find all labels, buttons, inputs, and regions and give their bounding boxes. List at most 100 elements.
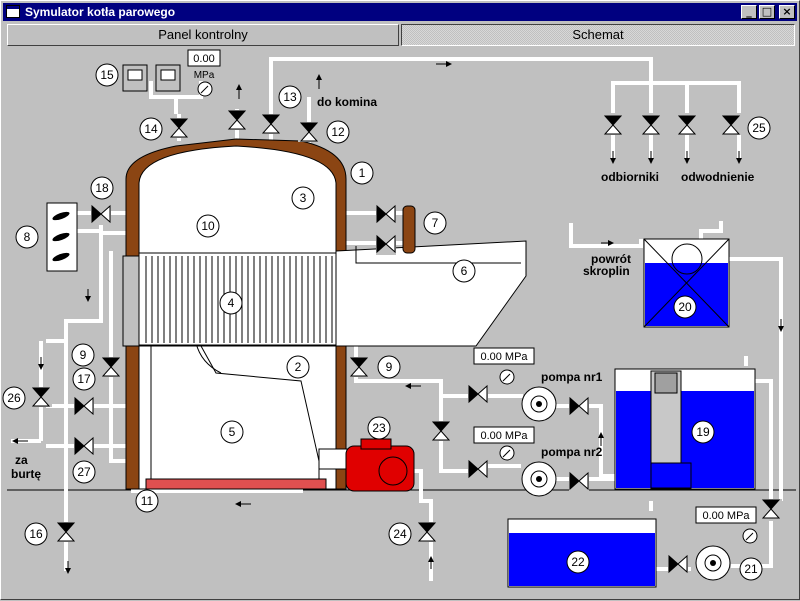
label-za: za bbox=[15, 453, 28, 467]
pump-1[interactable] bbox=[521, 386, 557, 422]
pump1-pressure: 0.00 MPa bbox=[480, 351, 528, 363]
component-number-text: 5 bbox=[229, 425, 236, 439]
component-number-text: 22 bbox=[571, 555, 585, 569]
component-number-text: 26 bbox=[7, 391, 21, 405]
valve[interactable] bbox=[569, 395, 589, 417]
component-number-12: 12 bbox=[326, 120, 350, 144]
valve[interactable] bbox=[298, 122, 320, 142]
label-burte: burtę bbox=[11, 467, 41, 481]
tank-23 bbox=[507, 518, 657, 588]
component-number-16: 16 bbox=[24, 522, 48, 546]
component-number-text: 16 bbox=[29, 527, 43, 541]
component-number-3: 3 bbox=[291, 186, 315, 210]
label-powrot: powrót bbox=[591, 252, 631, 266]
close-button[interactable]: × bbox=[779, 5, 795, 19]
valve[interactable] bbox=[260, 114, 282, 134]
valve[interactable] bbox=[640, 115, 662, 135]
pump-22[interactable] bbox=[695, 545, 731, 581]
component-number-text: 25 bbox=[752, 121, 766, 135]
valves[interactable] bbox=[30, 110, 782, 575]
valve[interactable] bbox=[668, 553, 688, 575]
component-number-text: 10 bbox=[201, 219, 215, 233]
component-number-text: 13 bbox=[283, 90, 297, 104]
boiler bbox=[122, 138, 527, 490]
component-number-text: 23 bbox=[372, 421, 386, 435]
label-odwodnienie: odwodnienie bbox=[681, 170, 755, 184]
component-number-text: 9 bbox=[386, 360, 393, 374]
app-icon bbox=[6, 5, 20, 18]
gauges bbox=[197, 81, 758, 544]
component-number-9: 9 bbox=[377, 355, 401, 379]
component-number-14: 14 bbox=[139, 117, 163, 141]
pump22-pressure: 0.00 MPa bbox=[702, 510, 750, 522]
maximize-button[interactable]: □ bbox=[759, 5, 775, 19]
component-number-text: 11 bbox=[141, 494, 154, 508]
label-pompa-nr1: pompa nr1 bbox=[541, 370, 603, 384]
valve[interactable] bbox=[74, 395, 94, 417]
valve[interactable] bbox=[74, 435, 94, 457]
valve[interactable] bbox=[376, 203, 396, 225]
valve[interactable] bbox=[468, 458, 488, 480]
label-pompa-nr2: pompa nr2 bbox=[541, 445, 603, 459]
valve[interactable] bbox=[416, 522, 438, 542]
component-number-18: 18 bbox=[90, 176, 114, 200]
valve[interactable] bbox=[720, 115, 742, 135]
component-number-text: 15 bbox=[100, 68, 114, 82]
component-number-20: 20 bbox=[673, 295, 697, 319]
pressure-16-value: 0.00 bbox=[193, 53, 214, 65]
component-number-17: 17 bbox=[72, 367, 96, 391]
valve[interactable] bbox=[100, 357, 122, 377]
valve[interactable] bbox=[376, 233, 396, 255]
component-labels: 1234567899101112131415161718192021222324… bbox=[2, 63, 771, 581]
component-number-text: 24 bbox=[393, 527, 407, 541]
component-number-text: 4 bbox=[228, 296, 235, 310]
feed-tank-20 bbox=[614, 368, 756, 490]
component-number-25: 25 bbox=[747, 116, 771, 140]
tab-schemat[interactable]: Schemat bbox=[401, 24, 795, 46]
flow-arrows bbox=[12, 61, 784, 574]
valve[interactable] bbox=[91, 203, 111, 225]
component-number-text: 21 bbox=[744, 562, 758, 576]
valve[interactable] bbox=[430, 421, 452, 441]
component-number-text: 14 bbox=[144, 122, 158, 136]
component-number-4: 4 bbox=[219, 291, 243, 315]
label-do-komina: do komina bbox=[317, 95, 377, 109]
valve[interactable] bbox=[168, 118, 190, 138]
valve[interactable] bbox=[676, 115, 698, 135]
component-number-2: 2 bbox=[286, 355, 310, 379]
component-number-6: 6 bbox=[452, 259, 476, 283]
component-number-text: 7 bbox=[432, 216, 439, 230]
component-number-text: 27 bbox=[77, 465, 91, 479]
component-number-26: 26 bbox=[2, 386, 26, 410]
component-number-text: 12 bbox=[331, 125, 345, 139]
valve[interactable] bbox=[30, 387, 52, 407]
component-number-7: 7 bbox=[423, 211, 447, 235]
condensate-tank-21 bbox=[643, 238, 730, 328]
collector-8 bbox=[46, 202, 78, 272]
component-number-text: 2 bbox=[295, 360, 302, 374]
component-number-text: 19 bbox=[696, 425, 710, 439]
pump-2[interactable] bbox=[521, 461, 557, 497]
component-number-text: 1 bbox=[359, 166, 366, 180]
component-number-text: 9 bbox=[80, 348, 87, 362]
component-number-22: 22 bbox=[566, 550, 590, 574]
valve[interactable] bbox=[348, 357, 370, 377]
component-number-text: 17 bbox=[77, 372, 91, 386]
valve[interactable] bbox=[468, 383, 488, 405]
valve[interactable] bbox=[226, 110, 248, 130]
pump2-pressure: 0.00 MPa bbox=[480, 430, 528, 442]
burner-24[interactable] bbox=[345, 438, 415, 492]
component-number-13: 13 bbox=[278, 85, 302, 109]
pressure-switches-16 bbox=[122, 64, 181, 92]
tab-panel-kontrolny[interactable]: Panel kontrolny bbox=[7, 24, 399, 46]
valve[interactable] bbox=[55, 522, 77, 542]
valve[interactable] bbox=[569, 470, 589, 492]
component-number-text: 6 bbox=[461, 264, 468, 278]
valve[interactable] bbox=[602, 115, 624, 135]
component-number-21: 21 bbox=[739, 557, 763, 581]
component-number-5: 5 bbox=[220, 420, 244, 444]
valve[interactable] bbox=[760, 499, 782, 519]
minimize-button[interactable]: _ bbox=[741, 5, 757, 19]
component-number-1: 1 bbox=[350, 161, 374, 185]
